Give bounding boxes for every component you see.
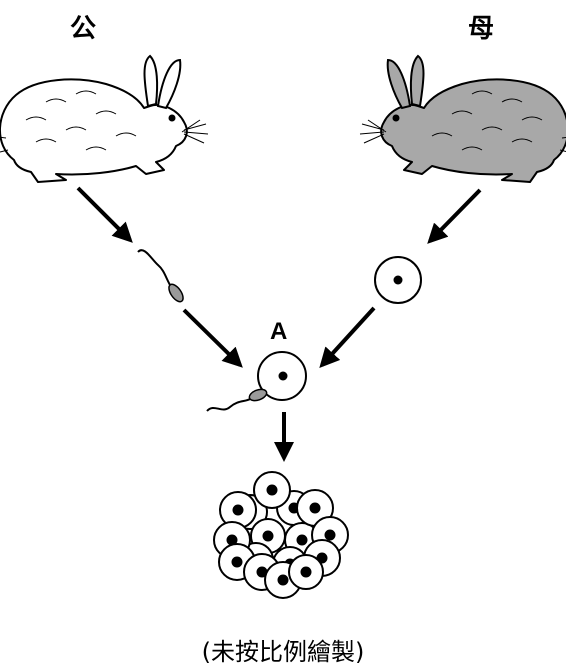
arrow-male-to-sperm (78, 188, 130, 240)
egg-cell (375, 257, 421, 303)
sperm-cell (138, 250, 186, 304)
arrow-female-to-egg (430, 190, 480, 241)
female-rabbit (360, 56, 566, 182)
fertilized-egg-label: A (270, 318, 287, 346)
arrow-egg-to-fertilized (322, 308, 374, 365)
embryo-cell-cluster (214, 472, 348, 598)
male-rabbit (0, 56, 208, 182)
fertilizing-sperm (207, 387, 268, 411)
male-label: 公 (70, 8, 96, 45)
scale-note: (未按比例繪製) (0, 632, 566, 667)
female-label: 母 (468, 8, 494, 45)
arrow-sperm-to-fertilized (184, 310, 240, 365)
